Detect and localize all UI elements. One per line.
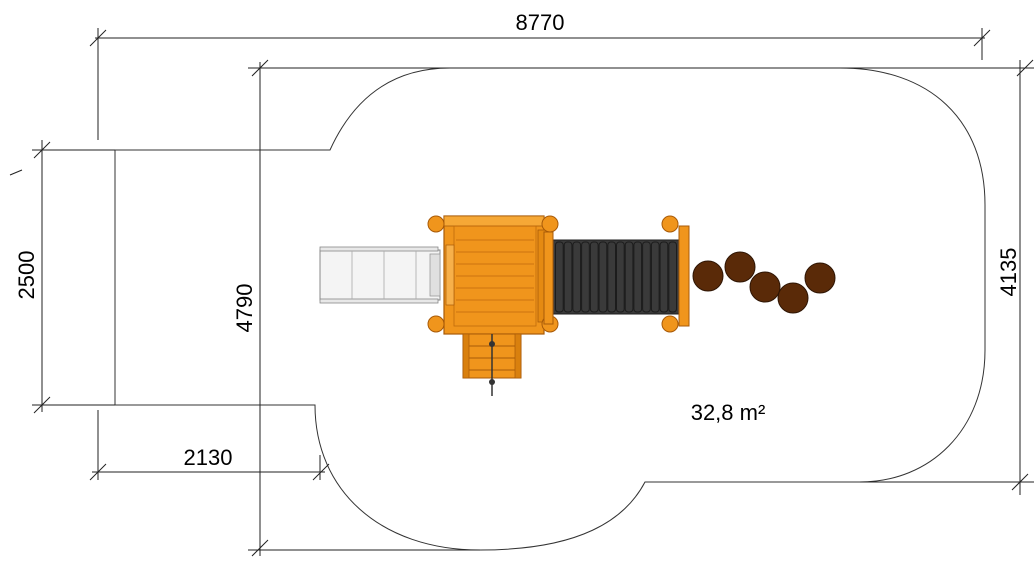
tunnel-rib [581, 241, 590, 313]
tunnel-rib [572, 241, 582, 313]
tunnel-rib [589, 241, 599, 313]
dim-total-width: 8770 [516, 10, 565, 35]
tunnel-rib [633, 241, 643, 313]
dim-left-block-depth: 2500 [14, 251, 39, 300]
tunnel-rib [642, 241, 651, 313]
tunnel-rib [624, 241, 634, 313]
platform-tower [427, 215, 559, 335]
tunnel-rib [607, 241, 616, 313]
area-label: 32,8 m² [691, 400, 766, 425]
tunnel-rib [555, 241, 564, 313]
dim-right-depth: 4135 [996, 248, 1021, 297]
dim-total-depth: 4790 [232, 284, 257, 333]
tunnel-end-frame [543, 215, 690, 333]
tunnel-rib [598, 241, 608, 313]
tunnel-rib [668, 241, 677, 313]
dimension-lines [9, 28, 1034, 557]
stepping-stumps [692, 251, 836, 314]
dim-left-block-width: 2130 [184, 445, 233, 470]
slide [319, 246, 441, 304]
ladder [462, 333, 522, 396]
tunnel-rib [616, 241, 625, 313]
tunnel-rib [563, 241, 573, 313]
tunnel-rib [650, 241, 660, 313]
tunnel-rib [659, 241, 669, 313]
crawl-tunnel [552, 239, 680, 315]
